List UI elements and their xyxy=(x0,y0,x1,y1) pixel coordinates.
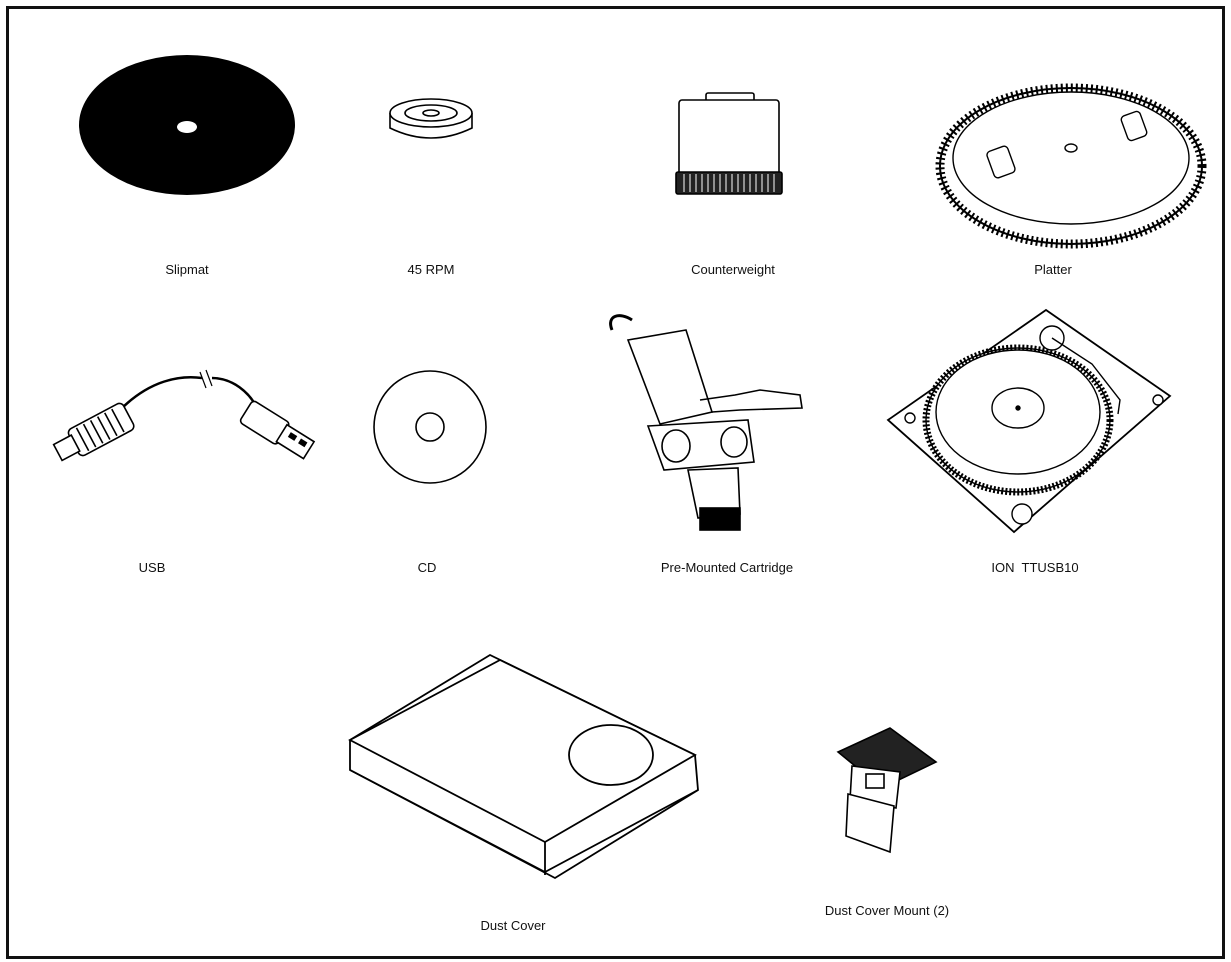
counterweight-icon xyxy=(675,92,783,195)
cd-icon xyxy=(373,370,487,484)
item-label-slipmat: Slipmat xyxy=(165,262,209,277)
item-label-turntable: ION TTUSB10 xyxy=(991,560,1079,575)
headshell-cartridge-icon xyxy=(609,314,803,531)
usb-cable-icon xyxy=(52,369,316,462)
item-label-cartridge: Pre-Mounted Cartridge xyxy=(660,560,794,575)
item-label-usb: USB xyxy=(138,560,166,575)
item-label-dust-cover: Dust Cover xyxy=(480,918,546,933)
platter-icon xyxy=(935,83,1207,249)
45-rpm-adapter-icon xyxy=(389,98,473,139)
dust-cover-icon xyxy=(348,653,699,880)
item-label-counterweight: Counterweight xyxy=(691,262,775,277)
turntable-icon xyxy=(886,308,1172,534)
item-label-45-rpm: 45 RPM xyxy=(407,262,455,277)
item-label-platter: Platter xyxy=(1034,262,1072,277)
item-label-dust-cover-mount: Dust Cover Mount (2) xyxy=(824,903,950,918)
item-label-cd: CD xyxy=(417,560,437,575)
dust-cover-mount-icon xyxy=(836,727,938,854)
slipmat-icon xyxy=(79,55,295,195)
